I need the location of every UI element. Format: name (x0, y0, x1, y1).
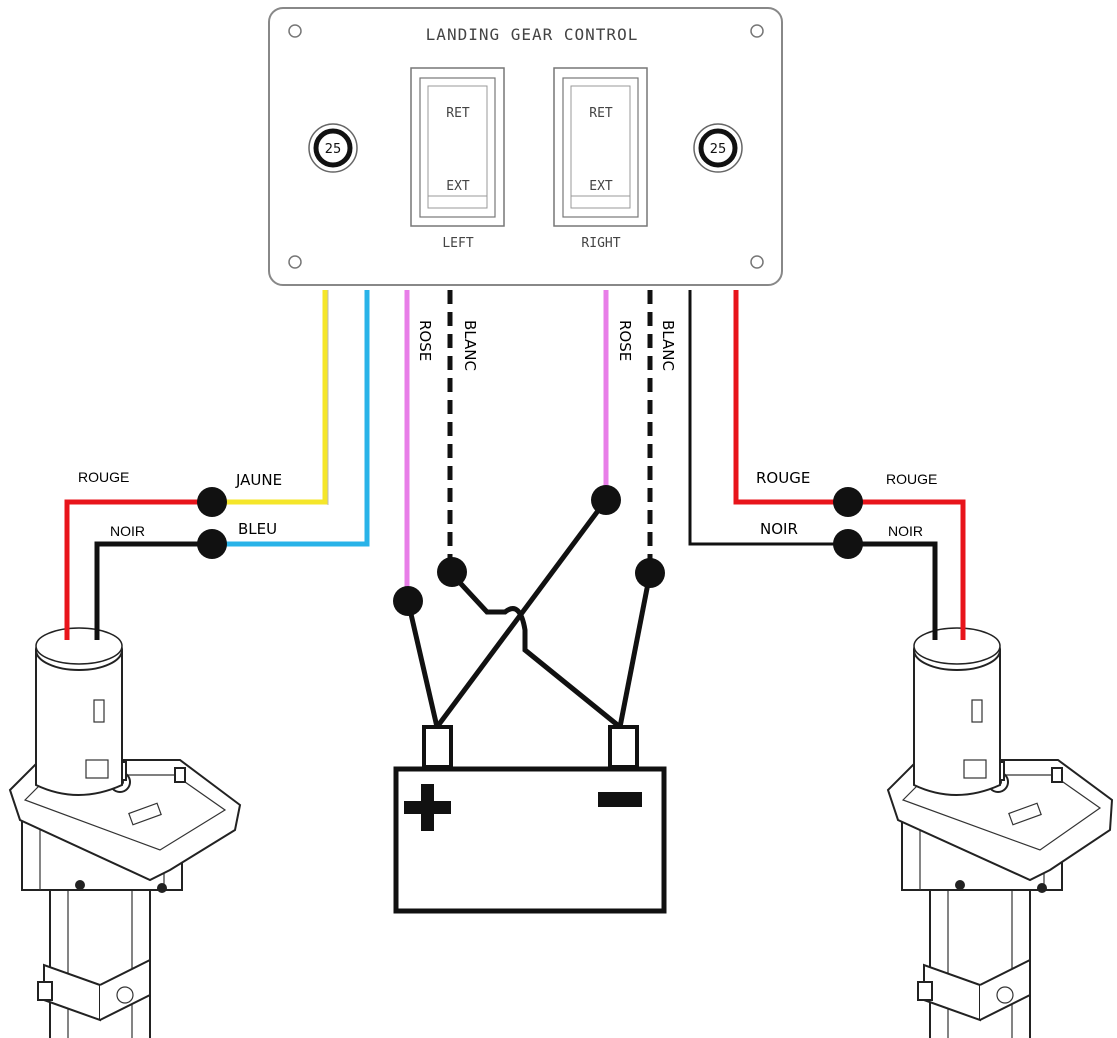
panel-screw-bottom-left (288, 255, 302, 269)
label-noir-right-motor: NOIR (888, 523, 923, 539)
junction-rose-right (591, 485, 621, 515)
switch-right[interactable]: RET EXT (553, 67, 648, 227)
fuse-left[interactable]: 25 (308, 123, 358, 173)
wire-noir-right (688, 290, 848, 546)
switch-left-ret: RET (446, 106, 470, 121)
switch-left-ext: EXT (446, 179, 470, 194)
wire-battery-minus-a (448, 570, 622, 729)
fuse-right[interactable]: 25 (693, 123, 743, 173)
wire-battery-plus-a (405, 600, 440, 728)
switch-right-ret: RET (589, 106, 613, 121)
label-bleu: BLEU (238, 520, 277, 538)
battery-body (393, 766, 667, 914)
panel-screw-bottom-right (750, 255, 764, 269)
label-rouge-right-motor: ROUGE (886, 471, 937, 487)
switch-left-caption: LEFT (442, 236, 473, 251)
label-blanc-left: BLANC (461, 320, 479, 371)
fuse-left-rating: 25 (325, 142, 342, 157)
jack-right (886, 627, 1114, 1038)
label-rose-right: ROSE (616, 320, 634, 361)
control-panel: LANDING GEAR CONTROL 25 25 RET EXT LEFT (268, 7, 783, 286)
label-jaune: JAUNE (235, 471, 282, 489)
wire-bleu (212, 290, 370, 547)
fuse-right-rating: 25 (710, 142, 727, 157)
label-rouge-right-panel: ROUGE (756, 469, 810, 487)
junction-noir-right (833, 529, 863, 559)
wire-jaune (212, 290, 328, 505)
wire-rouge-right-motor (850, 499, 966, 625)
wire-rouge-left-motor (64, 499, 210, 625)
wire-noir-left-motor (94, 541, 210, 625)
junction-jaune (197, 487, 227, 517)
label-noir-right-panel: NOIR (760, 520, 798, 538)
plus-icon (404, 784, 451, 831)
battery-terminal-positive (422, 725, 453, 769)
jack-left (8, 627, 242, 1038)
junction-bleu (197, 529, 227, 559)
panel-screw-top-left (288, 24, 302, 38)
panel-screw-top-right (750, 24, 764, 38)
label-noir-left-motor: NOIR (110, 523, 145, 539)
label-blanc-right: BLANC (659, 320, 677, 371)
panel-plate (268, 7, 783, 286)
wire-battery-minus-b (617, 572, 653, 728)
junction-blanc-left (437, 557, 467, 587)
panel-title: LANDING GEAR CONTROL (426, 25, 639, 44)
wire-rouge-right (733, 290, 848, 505)
junction-blanc-right (635, 558, 665, 588)
switch-right-ext: EXT (589, 179, 613, 194)
switch-right-caption: RIGHT (581, 236, 620, 251)
switch-left[interactable]: RET EXT (410, 67, 505, 227)
label-rouge-left-motor: ROUGE (78, 469, 129, 485)
junction-rose-left (393, 586, 423, 616)
label-rose-left: ROSE (416, 320, 434, 361)
junction-rouge-right (833, 487, 863, 517)
battery (393, 725, 667, 914)
minus-icon (598, 792, 642, 807)
battery-terminal-negative (608, 725, 639, 769)
wire-noir-right-motor (850, 541, 938, 625)
